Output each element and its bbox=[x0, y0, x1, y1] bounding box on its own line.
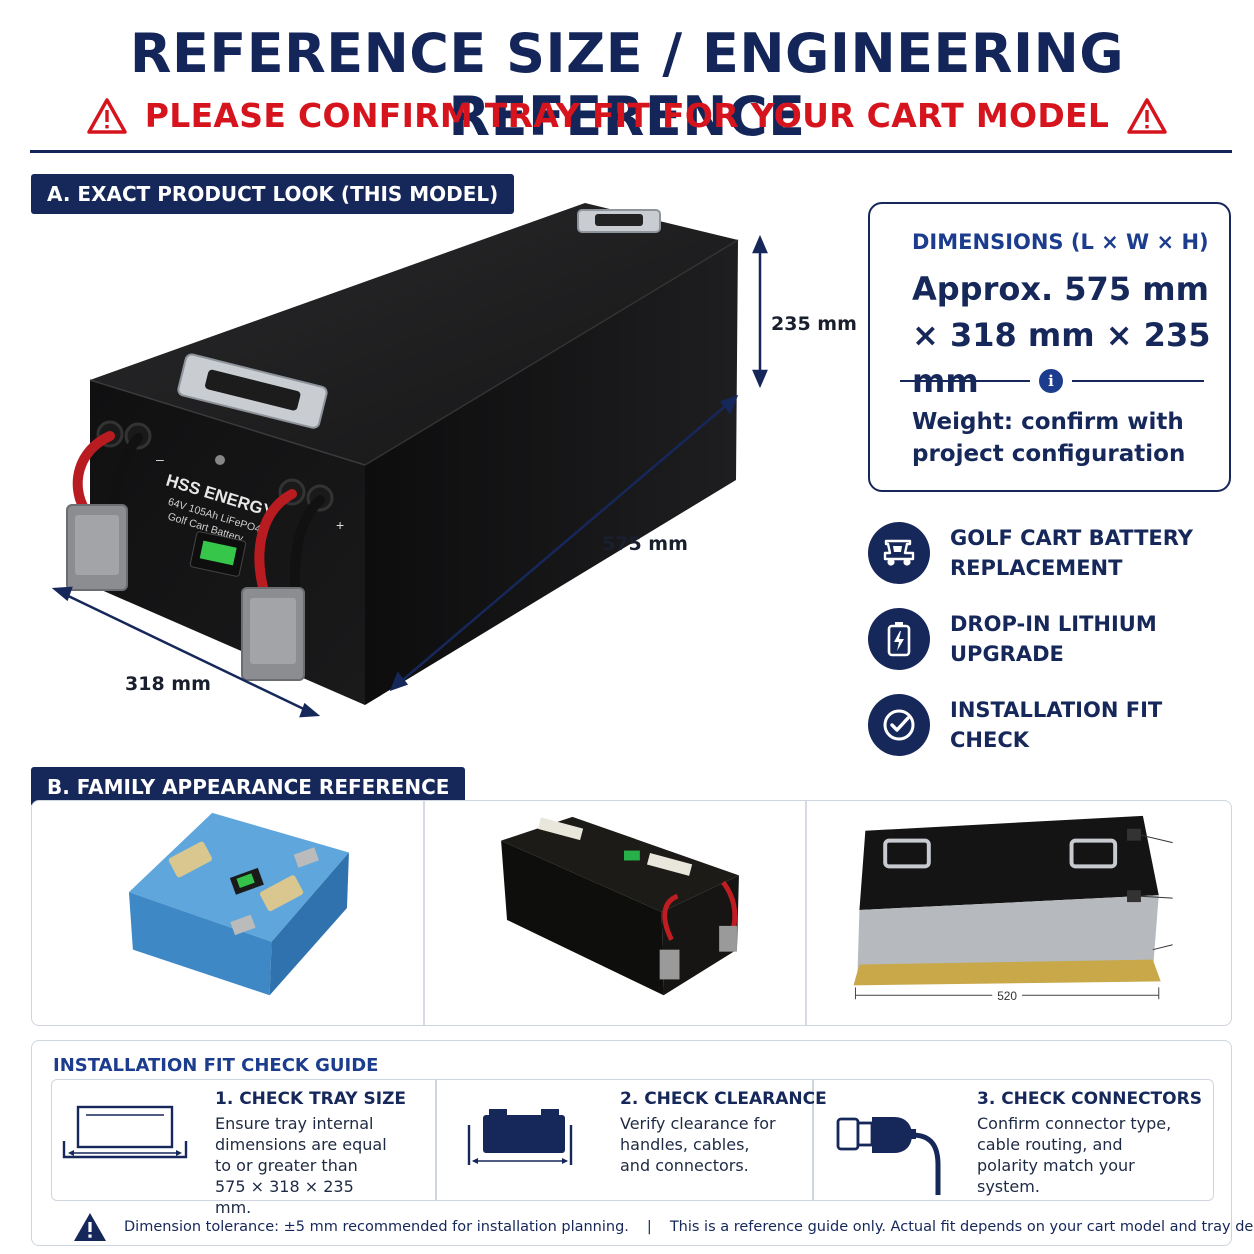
info-icon: i bbox=[1039, 369, 1063, 393]
battery-main-illustration: HSS ENERGY 64V 105Ah LiFePO4 Golf Cart B… bbox=[51, 203, 768, 718]
check-circle-icon bbox=[868, 694, 930, 756]
step-connectors: 3. CHECK CONNECTORS Confirm connector ty… bbox=[977, 1089, 1202, 1197]
header-divider bbox=[30, 150, 1232, 153]
warning-icon bbox=[1127, 97, 1167, 134]
tray-size-icon bbox=[62, 1105, 188, 1159]
step-clearance: 2. CHECK CLEARANCE Verify clearance for … bbox=[620, 1089, 827, 1176]
connector-icon bbox=[836, 1117, 941, 1195]
battery-side-face bbox=[365, 240, 738, 705]
length-dimension-label: 575 mm bbox=[602, 533, 688, 555]
family-reference-panel: 520 bbox=[31, 800, 1232, 1026]
reference-note: This is a reference guide only. Actual f… bbox=[669, 1219, 1254, 1235]
plus-terminal-label: + bbox=[336, 517, 344, 533]
step-title: 2. CHECK CLEARANCE bbox=[620, 1089, 827, 1109]
guide-steps-box bbox=[51, 1079, 1214, 1201]
height-dimension-label: 235 mm bbox=[771, 313, 857, 335]
step-title: 3. CHECK CONNECTORS bbox=[977, 1089, 1202, 1109]
step-title: 1. CHECK TRAY SIZE bbox=[215, 1089, 407, 1109]
family-dimension-label: 520 bbox=[997, 989, 1017, 1003]
feature-fit-check: INSTALLATION FIT CHECK bbox=[868, 694, 1228, 756]
minus-terminal-label: – bbox=[156, 451, 164, 467]
dimensions-value: Approx. 575 mm × 318 mm × 235 mm bbox=[912, 270, 1211, 400]
feature-drop-in: DROP-IN LITHIUM UPGRADE bbox=[868, 608, 1228, 670]
width-dimension-label: 318 mm bbox=[125, 673, 211, 695]
clearance-icon bbox=[467, 1109, 573, 1165]
battery-bolt-icon bbox=[868, 608, 930, 670]
golf-cart-icon bbox=[868, 522, 930, 584]
feature-label: GOLF CART BATTERY REPLACEMENT bbox=[950, 526, 1193, 580]
card-divider bbox=[1072, 380, 1204, 382]
weight-note: Weight: confirm with project configurati… bbox=[912, 409, 1186, 467]
feature-golf-cart: GOLF CART BATTERY REPLACEMENT bbox=[868, 522, 1228, 584]
step-body: Ensure tray internal dimensions are equa… bbox=[215, 1114, 387, 1217]
guide-heading: INSTALLATION FIT CHECK GUIDE bbox=[53, 1055, 379, 1076]
top-handle bbox=[577, 209, 661, 233]
card-divider bbox=[900, 380, 1030, 382]
step-body: Confirm connector type, cable routing, a… bbox=[977, 1114, 1172, 1196]
section-a-tab: A. EXACT PRODUCT LOOK (THIS MODEL) bbox=[31, 174, 515, 214]
tolerance-note: Dimension tolerance: ±5 mm recommended f… bbox=[124, 1219, 629, 1235]
warning-banner: PLEASE CONFIRM TRAY FIT FOR YOUR CART MO… bbox=[0, 96, 1254, 135]
warning-text: PLEASE CONFIRM TRAY FIT FOR YOUR CART MO… bbox=[144, 96, 1110, 135]
warning-icon bbox=[87, 97, 127, 134]
footer-separator: | bbox=[646, 1219, 652, 1235]
caution-icon bbox=[74, 1213, 106, 1241]
page-title: REFERENCE SIZE / ENGINEERING REFERENCE bbox=[129, 22, 1125, 148]
feature-label: INSTALLATION FIT CHECK bbox=[950, 698, 1163, 752]
step-tray-size: 1. CHECK TRAY SIZE Ensure tray internal … bbox=[215, 1089, 406, 1218]
fit-check-guide: INSTALLATION FIT CHECK GUIDE 1. CHECK TR… bbox=[31, 1040, 1254, 1246]
silver-battery-image: 520 bbox=[853, 815, 1173, 1003]
black-battery-image bbox=[501, 816, 739, 996]
front-handle bbox=[177, 353, 328, 429]
dimensions-card: DIMENSIONS (L × W × H) Approx. 575 mm × … bbox=[868, 202, 1231, 492]
dimensions-heading: DIMENSIONS (L × W × H) bbox=[912, 230, 1209, 254]
guide-footer: Dimension tolerance: ±5 mm recommended f… bbox=[72, 1211, 1254, 1243]
blue-battery-image bbox=[128, 812, 349, 996]
feature-label: DROP-IN LITHIUM UPGRADE bbox=[950, 612, 1157, 666]
step-body: Verify clearance for handles, cables, an… bbox=[620, 1114, 776, 1175]
